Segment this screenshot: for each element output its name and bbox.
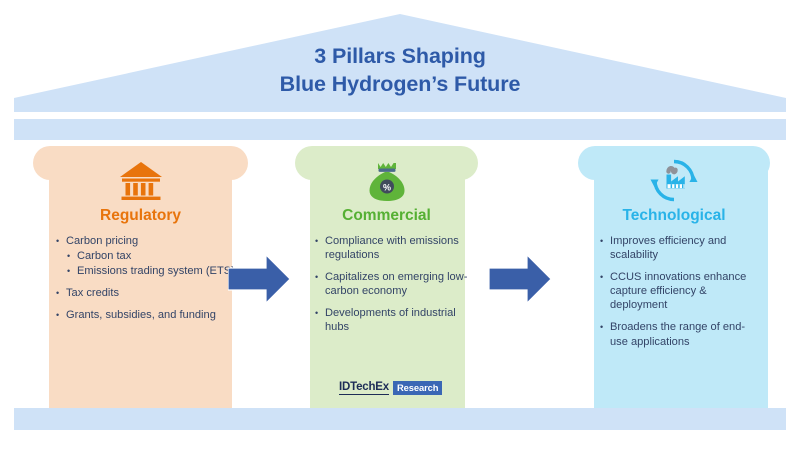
bullet-list-regulatory: Carbon pricing Carbon tax Emissions trad… bbox=[33, 233, 248, 330]
list-item: Improves efficiency and scalability bbox=[599, 233, 760, 262]
list-item: Tax credits bbox=[55, 286, 238, 300]
pillar-title-commercial: Commercial bbox=[342, 207, 431, 224]
list-item: CCUS innovations enhance capture efficie… bbox=[599, 270, 760, 312]
arrow-regulatory-to-commercial bbox=[228, 255, 290, 303]
list-item: Capitalizes on emerging low-carbon econo… bbox=[314, 270, 470, 298]
pillar-title-technological: Technological bbox=[622, 207, 726, 224]
architrave-band bbox=[14, 119, 786, 140]
bank-building-icon bbox=[118, 158, 164, 204]
list-item: Grants, subsidies, and funding bbox=[55, 308, 238, 322]
bullet-list-commercial: Compliance with emissions regulations Ca… bbox=[295, 233, 478, 343]
logo-research-badge: Research bbox=[392, 381, 443, 395]
idtechex-logo: IDTechEx Research bbox=[339, 381, 443, 395]
svg-text:%: % bbox=[382, 182, 390, 192]
sub-bullet-list: Carbon tax Emissions trading system (ETS… bbox=[66, 249, 238, 278]
list-item: Emissions trading system (ETS) bbox=[66, 264, 238, 278]
list-item: Carbon pricing Carbon tax Emissions trad… bbox=[55, 233, 238, 278]
bullet-list-technological: Improves efficiency and scalability CCUS… bbox=[578, 233, 770, 357]
arrow-commercial-to-technological bbox=[489, 255, 551, 303]
list-item: Carbon tax bbox=[66, 249, 238, 263]
list-item: Compliance with emissions regulations bbox=[314, 233, 470, 262]
logo-wordmark: IDTechEx bbox=[339, 381, 389, 395]
pillar-title-regulatory: Regulatory bbox=[100, 207, 181, 224]
factory-recycle-icon bbox=[650, 158, 698, 204]
base-band bbox=[14, 408, 786, 430]
list-item: Developments of industrial hubs bbox=[314, 306, 470, 334]
money-bag-icon: % bbox=[366, 158, 408, 204]
list-item: Broadens the range of end-use applicatio… bbox=[599, 320, 760, 348]
bullet-text: Carbon pricing bbox=[66, 235, 139, 247]
pediment-roof bbox=[14, 14, 786, 112]
